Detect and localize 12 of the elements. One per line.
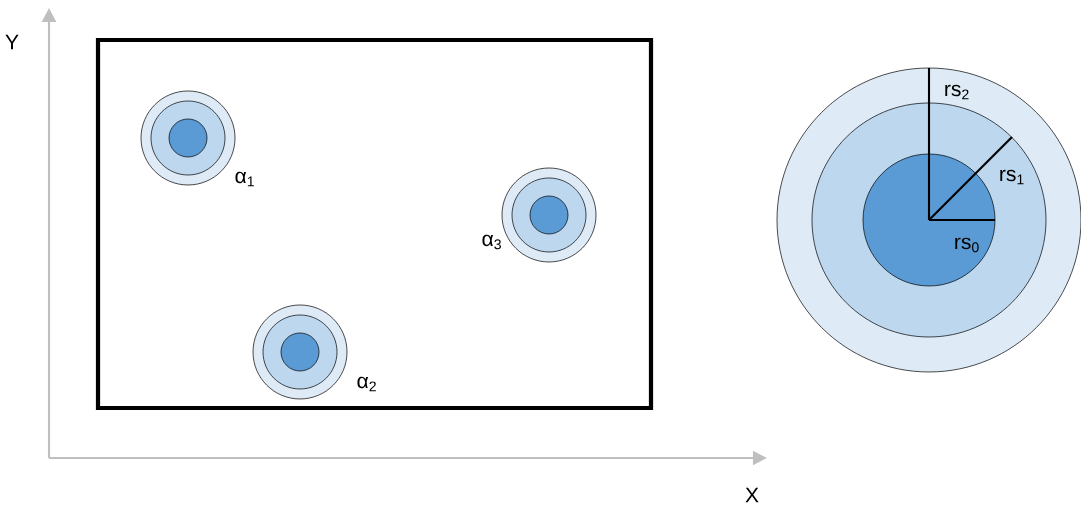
frame-box: [95, 37, 654, 411]
concentric-circles-icon: [252, 304, 348, 400]
node-label: α$_{1}$: [235, 171, 254, 187]
node-label: α$_{2}$: [357, 376, 376, 392]
node-label: α$_{3}$: [482, 234, 501, 250]
axis-label: X: [745, 487, 759, 503]
radius-label: rs$_{1}$: [1000, 169, 1024, 185]
concentric-circles-icon: [501, 167, 597, 263]
radius-label: rs$_{0}$: [955, 237, 979, 253]
radius-label: rs$_{2}$: [945, 84, 969, 100]
axis-label: Y: [5, 34, 19, 50]
concentric-circles-icon: [140, 90, 236, 186]
